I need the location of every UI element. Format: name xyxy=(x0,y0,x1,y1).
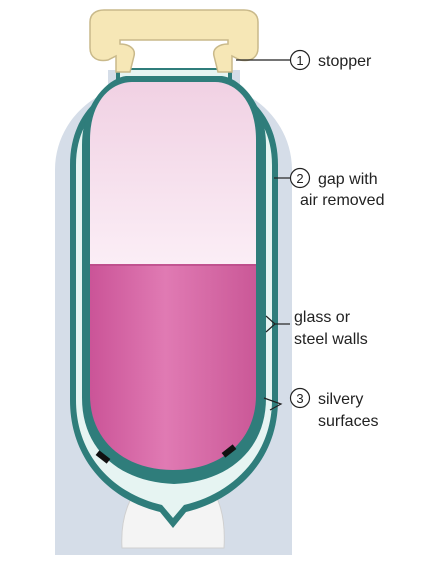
label-3-number: 3 xyxy=(296,391,303,406)
label-1-number: 1 xyxy=(296,53,303,68)
walls-label-line1: glass or xyxy=(294,309,351,326)
walls-label-line2: steel walls xyxy=(294,331,368,348)
gap-label-line2: air removed xyxy=(300,192,384,209)
gap-label-line1: gap with xyxy=(318,171,378,188)
label-2-number: 2 xyxy=(296,171,303,186)
silvery-label-line1: silvery xyxy=(318,391,363,408)
air-space xyxy=(80,70,270,266)
stopper-label: stopper xyxy=(318,53,372,70)
silvery-label-line2: surfaces xyxy=(318,413,378,430)
stopper xyxy=(90,10,258,72)
